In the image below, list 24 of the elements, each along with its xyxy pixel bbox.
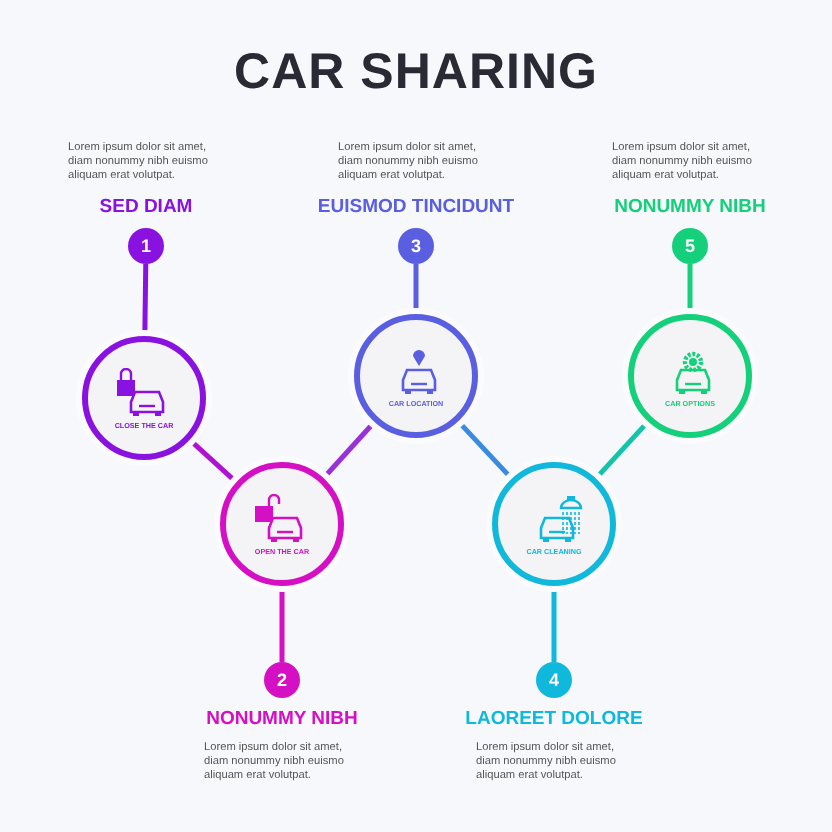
title: CAR SHARING [232,44,600,102]
connector-line [551,586,557,662]
step-heading: EUISMOD TINCIDUNT [317,196,515,218]
step-circle [354,314,478,438]
connector-line [687,264,693,314]
connector-line [188,437,238,485]
connector-line [321,420,377,480]
number-badge: 3 [398,228,434,264]
step-heading: NONUMMY NIBH [614,196,766,218]
number-badge: 5 [672,228,708,264]
connector-line [279,586,285,662]
step-heading: SED DIAM [99,196,193,218]
number-badge: 1 [128,228,164,264]
step-circle [220,462,344,586]
step-circle [628,314,752,438]
step-heading: LAOREET DOLORE [465,708,643,730]
step-circle [82,336,206,460]
number-badge: 4 [536,662,572,698]
connector-line [413,264,419,314]
number-badge: 2 [264,662,300,698]
step-circle [492,462,616,586]
connector-line [594,419,650,481]
step-heading: NONUMMY NIBH [206,708,358,730]
connector-line [456,419,514,481]
